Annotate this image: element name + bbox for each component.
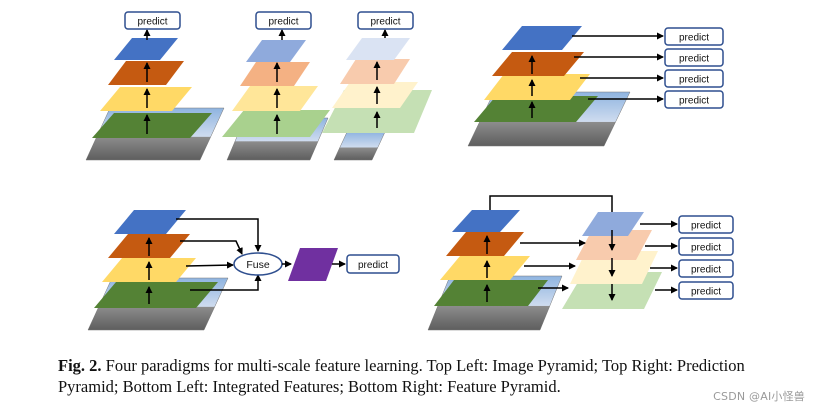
predict-label: predict [679,54,709,65]
fuse-label: Fuse [246,259,270,271]
panel-prediction-pyramid: predict predict predict predict [467,26,724,147]
predict-label: predict [679,75,709,86]
predict-label: predict [691,265,721,276]
layer-orange-light [240,62,310,86]
predict-label: predict [137,17,167,28]
predict-label: predict [370,17,400,28]
layer-blue [502,26,582,50]
layer-blue [114,210,186,234]
layer-orange [492,52,584,76]
predict-label: predict [691,221,721,232]
td-layer-blue [582,212,644,236]
layer-green [94,282,218,308]
layer-yellow [100,87,192,111]
street-image [333,131,386,161]
predict-box [664,27,724,46]
predict-label: predict [679,33,709,44]
fused-feature [288,248,338,281]
panel-feature-pyramid: predict predict predict predict [427,195,734,331]
layer-green [434,280,548,306]
layer-yellow [484,74,590,100]
predict-box [357,11,414,30]
layer-blue [452,210,520,232]
predict-box [678,259,734,278]
layer-green-light [222,110,330,137]
layer-yellow-light [232,86,318,111]
predict-label: predict [268,17,298,28]
panel-integrated-features: Fuse predict [87,210,400,331]
predict-box [678,237,734,256]
figure-label: Fig. 2. [58,356,102,375]
layer-green [474,96,598,122]
layer-yellow-lighter [332,82,418,108]
predict-label: predict [679,96,709,107]
predict-label: predict [358,260,388,271]
layer-orange-lighter [340,59,410,84]
predict-box [664,48,724,67]
predict-box [346,254,400,274]
layer-blue-light [246,40,306,62]
paradigms-diagram: predict predict predict [85,11,734,331]
predict-box [124,11,181,30]
layer-orange [446,232,524,256]
predict-label: predict [691,243,721,254]
layer-green [92,113,212,138]
layer-blue-lighter [346,38,410,60]
caption-text: Four paradigms for multi-scale feature l… [58,356,745,396]
watermark: CSDN @AI小怪兽 [713,390,805,403]
predict-box [664,90,724,109]
figure-caption: Fig. 2. Four paradigms for multi-scale f… [58,355,798,397]
predict-box [255,11,312,30]
predict-box [678,281,734,300]
predict-box [664,69,724,88]
predict-label: predict [691,287,721,298]
predict-box [678,215,734,234]
layer-yellow [440,256,530,280]
panel-image-pyramid: predict predict predict [85,11,432,161]
layer-orange [108,61,184,85]
layer-blue [114,38,178,60]
